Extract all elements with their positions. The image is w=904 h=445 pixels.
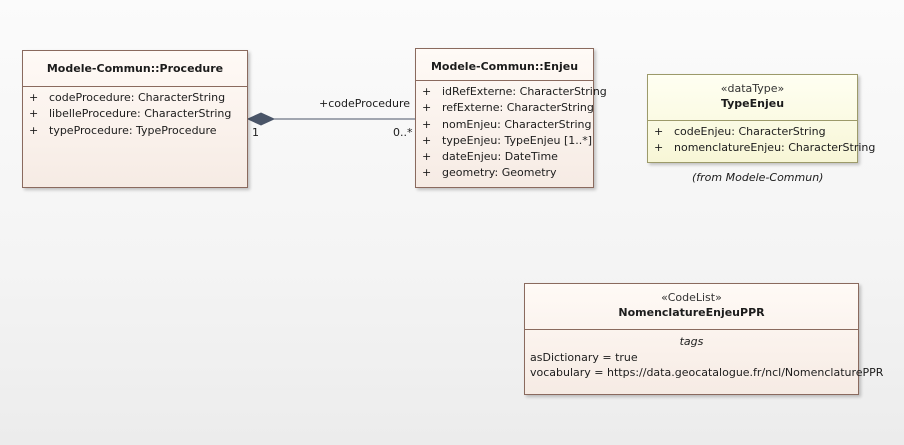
attribute-row[interactable]: + libelleProcedure: CharacterString <box>23 106 247 122</box>
procedure-title: Modele-Commun::Procedure <box>46 62 224 75</box>
attribute-text: libelleProcedure: CharacterString <box>49 107 232 121</box>
nomenclature-stereotype: «CodeList» <box>661 291 722 304</box>
type-enjeu-attributes: + codeEnjeu: CharacterString + nomenclat… <box>648 121 875 157</box>
tags-heading: tags <box>679 335 704 348</box>
attribute-row[interactable]: + refExterne: CharacterString <box>416 100 594 116</box>
attribute-row[interactable]: + typeEnjeu: TypeEnjeu [1..*] <box>416 133 593 149</box>
attribute-text: typeEnjeu: TypeEnjeu [1..*] <box>442 133 593 147</box>
visibility-marker: + <box>29 107 39 121</box>
nomenclature-codelist[interactable]: «CodeList» NomenclatureEnjeuPPR tags asD… <box>524 283 884 395</box>
attribute-row[interactable]: + codeEnjeu: CharacterString <box>648 124 857 140</box>
attribute-row[interactable]: + nomEnjeu: CharacterString <box>416 117 593 133</box>
visibility-marker: + <box>422 117 432 131</box>
procedure-header: Modele-Commun::Procedure <box>23 51 247 87</box>
attribute-text: typeProcedure: TypeProcedure <box>49 123 217 137</box>
visibility-marker: + <box>29 91 39 104</box>
procedure-class[interactable]: Modele-Commun::Procedure + codeProcedure… <box>22 50 248 188</box>
attribute-text: dateEnjeu: DateTime <box>442 150 558 164</box>
composition-diamond <box>246 112 276 126</box>
attribute-row[interactable]: + codeProcedure: CharacterString <box>23 90 247 106</box>
visibility-marker: + <box>422 166 432 180</box>
visibility-marker: + <box>654 141 664 155</box>
type-enjeu-datatype[interactable]: «dataType» TypeEnjeu + codeEnjeu: Charac… <box>647 74 875 163</box>
visibility-marker: + <box>422 133 432 147</box>
enjeu-class[interactable]: Modele-Commun::Enjeu + idRefExterne: Cha… <box>415 48 607 188</box>
target-multiplicity-label[interactable]: 0..* <box>393 126 413 139</box>
visibility-marker: + <box>654 125 664 138</box>
procedure-attributes: + codeProcedure: CharacterString + libel… <box>23 87 247 139</box>
enjeu-attributes: + idRefExterne: CharacterString + refExt… <box>416 81 607 182</box>
nomenclature-header: «CodeList» NomenclatureEnjeuPPR <box>525 284 858 330</box>
tag-value[interactable]: asDictionary = true <box>530 351 638 364</box>
type-enjeu-title: TypeEnjeu <box>720 97 785 110</box>
type-enjeu-stereotype: «dataType» <box>720 82 785 95</box>
enjeu-header: Modele-Commun::Enjeu <box>416 49 593 81</box>
tag-value[interactable]: vocabulary = https://data.geocatalogue.f… <box>530 366 884 379</box>
attribute-text: refExterne: CharacterString <box>442 101 594 115</box>
attribute-text: codeEnjeu: CharacterString <box>674 125 826 138</box>
attribute-row[interactable]: + idRefExterne: CharacterString <box>416 84 607 100</box>
attribute-text: codeProcedure: CharacterString <box>49 91 226 104</box>
visibility-marker: + <box>422 85 432 98</box>
nomenclature-tags: tags asDictionary = true vocabulary = ht… <box>525 330 884 380</box>
visibility-marker: + <box>422 101 432 115</box>
type-enjeu-header: «dataType» TypeEnjeu <box>648 75 857 121</box>
attribute-text: nomEnjeu: CharacterString <box>442 117 592 131</box>
nomenclature-title: NomenclatureEnjeuPPR <box>618 306 765 319</box>
attribute-row[interactable]: + nomenclatureEnjeu: CharacterString <box>648 140 875 156</box>
attribute-row[interactable]: + geometry: Geometry <box>416 165 593 181</box>
visibility-marker: + <box>29 123 39 137</box>
attribute-text: nomenclatureEnjeu: CharacterString <box>674 141 876 155</box>
visibility-marker: + <box>422 150 432 164</box>
association-role-label[interactable]: +codeProcedure <box>319 97 411 110</box>
attribute-row[interactable]: + typeProcedure: TypeProcedure <box>23 123 247 139</box>
attribute-row[interactable]: + dateEnjeu: DateTime <box>416 149 593 165</box>
type-enjeu-origin-note: (from Modele-Commun) <box>692 171 824 184</box>
enjeu-title: Modele-Commun::Enjeu <box>430 60 579 73</box>
attribute-text: geometry: Geometry <box>442 166 557 180</box>
attribute-text: idRefExterne: CharacterString <box>442 85 607 98</box>
source-multiplicity-label[interactable]: 1 <box>252 126 259 139</box>
